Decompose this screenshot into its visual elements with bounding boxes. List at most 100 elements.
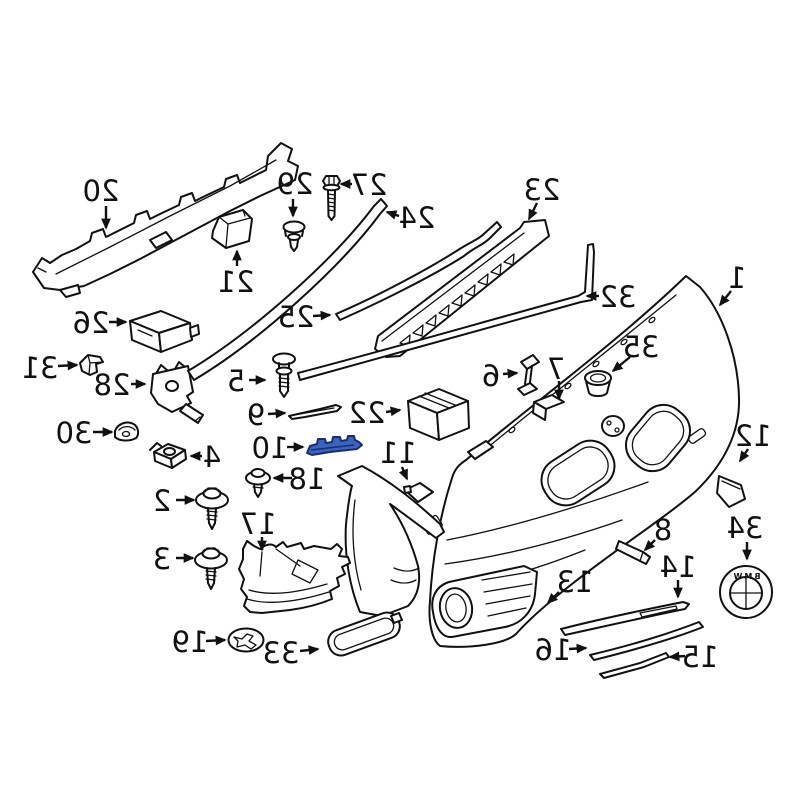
callout-35: 35 [611, 330, 660, 373]
part-number-label: 29 [277, 167, 314, 201]
callout-21: 21 [218, 249, 255, 299]
callout-31: 31 [22, 351, 79, 385]
part-20-carrier-drawing [32, 142, 299, 298]
part-number-label: 25 [278, 300, 315, 334]
part-number-label: 8 [654, 513, 672, 547]
part-1-bumper-cover-drawing [421, 275, 741, 648]
part-number-label: 23 [524, 173, 561, 207]
kidney-grille-right [540, 439, 616, 507]
part-19-speednut-drawing [227, 627, 265, 653]
part-10-highlighted-bracket-drawing [306, 435, 363, 456]
part-number-label: 27 [351, 168, 388, 202]
part-21-bracket-drawing [211, 209, 253, 249]
part-number-label: 15 [682, 640, 719, 674]
part-number-label: 31 [22, 351, 59, 385]
part-number-label: 32 [600, 280, 637, 314]
part-number-label: 4 [203, 440, 221, 474]
callout-15: 15 [668, 640, 719, 674]
leader-arrow [739, 448, 750, 463]
part-number-label: 12 [735, 419, 772, 453]
callout-2: 2 [153, 484, 196, 518]
callout-12: 12 [735, 419, 772, 463]
part-number-label: 5 [227, 364, 245, 398]
leader-arrow [299, 645, 320, 655]
part-number-label: 16 [535, 633, 572, 667]
part-18-screw-drawing [245, 468, 271, 498]
part-13-fog-grille-drawing [431, 565, 538, 639]
leader-arrow [502, 368, 519, 379]
part-number-label: 2 [153, 484, 171, 518]
callout-17: 17 [240, 507, 276, 552]
leader-arrow [718, 290, 732, 307]
part-3-screw-drawing [194, 547, 228, 590]
callout-22: 22 [349, 396, 402, 430]
callout-28: 28 [94, 368, 147, 402]
leader-arrow [267, 408, 287, 419]
leader-arrow [205, 635, 227, 646]
leader-arrow [57, 360, 79, 371]
part-27-bolt-drawing [322, 175, 341, 221]
part-number-label: 18 [289, 462, 326, 496]
kidney-grille-left [624, 403, 692, 473]
callout-4: 4 [189, 440, 221, 474]
part-number-label: 24 [399, 201, 436, 235]
leader-arrow [312, 310, 332, 321]
part-number-label: 10 [252, 431, 289, 465]
leader-arrow [527, 202, 539, 221]
part-number-label: 9 [247, 398, 265, 432]
callout-14: 14 [660, 550, 697, 599]
callout-16: 16 [535, 633, 588, 667]
part-25-strip-drawing [335, 221, 502, 321]
part-number-label: 26 [73, 306, 110, 340]
part-14-strip-drawing [560, 601, 690, 636]
part-number-label: 20 [83, 174, 120, 208]
callout-29: 29 [277, 167, 314, 218]
part-4-clip-drawing [149, 442, 187, 469]
part-26-bracket-drawing [129, 310, 200, 353]
part-10-shape [306, 435, 363, 456]
part-number-label: 34 [727, 511, 764, 545]
callout-27: 27 [339, 168, 388, 202]
leader-arrow [643, 539, 656, 552]
callout-34: 34 [727, 511, 764, 561]
callout-6: 6 [482, 359, 519, 393]
leader-arrow [568, 643, 588, 654]
part-number-label: 6 [482, 359, 500, 393]
callout-10: 10 [252, 431, 305, 465]
part-number-label: 11 [380, 436, 417, 470]
leader-arrow [668, 651, 686, 662]
part-number-label: 28 [94, 368, 131, 402]
part-number-label: 1 [728, 261, 746, 295]
part-30-cap-drawing [114, 421, 140, 442]
part-number-label: 13 [557, 565, 594, 599]
part-6-bracket-drawing [517, 354, 540, 396]
part-9-strip-drawing [288, 404, 342, 420]
part-16-strip-drawing [589, 621, 704, 661]
callout-24: 24 [385, 201, 436, 235]
leader-arrow [398, 466, 409, 481]
part-1-corner-band-drawing [337, 465, 445, 617]
callout-32: 32 [585, 280, 637, 314]
leader-arrow [385, 210, 400, 220]
part-29-rivet-drawing [282, 220, 306, 252]
part-34-bmw-roundel-drawing: BMW [719, 565, 773, 619]
part-number-label: 35 [623, 330, 660, 364]
part-number-label: 21 [218, 265, 255, 299]
part-5-rivet-drawing [272, 352, 296, 398]
callout-7: 7 [547, 352, 565, 401]
part-17-arch-cover-drawing [238, 540, 351, 614]
part-2-screw-drawing [195, 487, 229, 530]
part-number-label: 14 [660, 550, 697, 584]
callout-23: 23 [524, 173, 561, 221]
callout-26: 26 [73, 306, 128, 340]
leader-arrow [385, 406, 402, 417]
leader-arrow [611, 356, 631, 373]
part-number-label: 30 [56, 416, 93, 450]
part-24-strip-drawing [187, 198, 388, 381]
part-number-label: 3 [153, 542, 171, 576]
callout-3: 3 [153, 542, 195, 576]
leader-arrow [546, 591, 560, 605]
callout-5: 5 [227, 364, 267, 398]
